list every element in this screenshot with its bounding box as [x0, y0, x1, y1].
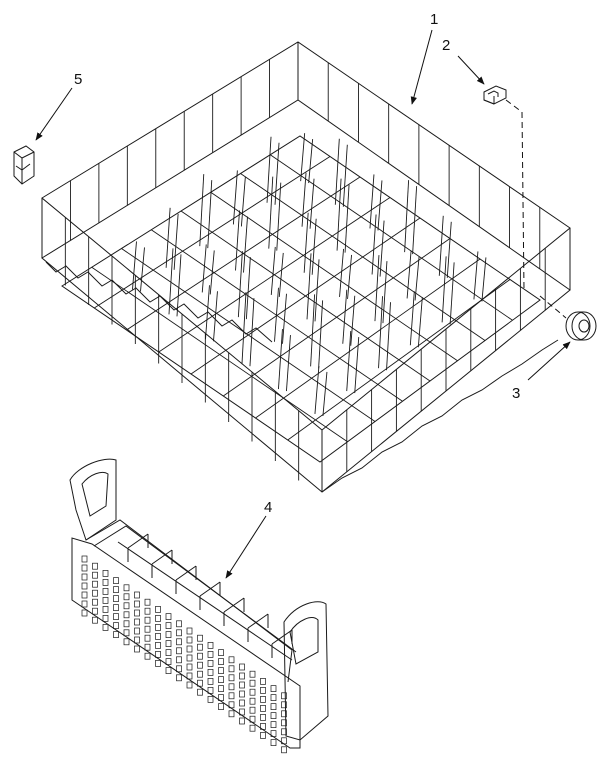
silverware-basket [69, 458, 329, 754]
callout-1: 1 [430, 11, 438, 28]
leader-5 [35, 87, 73, 141]
clip-dashed-guide [505, 99, 525, 291]
leader-3 [527, 341, 571, 381]
leader-1 [410, 29, 433, 105]
rack-tines [132, 133, 487, 416]
stop-clip [13, 145, 35, 185]
leader-4 [225, 515, 267, 579]
dish-rack [41, 41, 571, 493]
leader-2 [457, 55, 485, 85]
rack-clip [483, 85, 507, 105]
rack-side-wires-right [346, 248, 546, 472]
callout-5: 5 [74, 71, 82, 88]
wheel-dashed-guide [539, 295, 567, 319]
basket-perforations [81, 555, 287, 754]
rack-floor-grid [91, 154, 513, 443]
callout-3: 3 [512, 385, 520, 402]
rack-wheel [565, 311, 597, 341]
callout-4: 4 [264, 499, 272, 516]
callout-2: 2 [442, 37, 450, 54]
rack-side-wires-back [69, 59, 541, 269]
rack-side-wires-left [64, 217, 300, 481]
basket-dividers [117, 533, 293, 661]
